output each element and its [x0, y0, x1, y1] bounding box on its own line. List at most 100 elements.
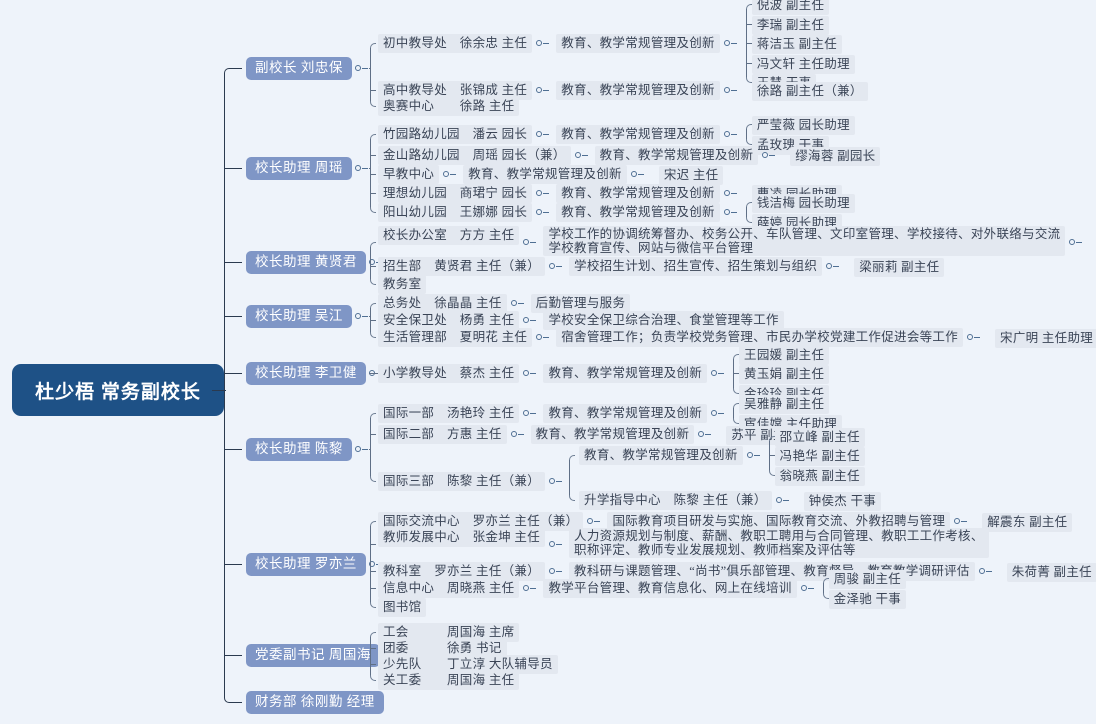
department-chip: 国际一部 汤艳玲 主任: [378, 404, 520, 423]
duty-chip: 学校招生计划、招生宣传、招生策划与组织: [569, 257, 823, 276]
department-chip: 招生部 黄贤君 主任（兼）: [378, 257, 546, 276]
connector-line: [370, 664, 376, 665]
connector-line: [368, 316, 370, 317]
connector-line: [768, 455, 775, 456]
department-chip: 国际二部 方惠 主任: [378, 425, 507, 444]
department-connector-icon: [549, 540, 563, 549]
root-node[interactable]: 杜少梧 常务副校长: [12, 364, 224, 416]
connector-line: [224, 168, 242, 169]
duty-chip: 教育、教学常规管理及创新: [556, 203, 720, 222]
duty-chip: 教育、教学常规管理及创新: [556, 81, 720, 100]
branch-node-huangxianjun[interactable]: 校长助理 黄贤君: [246, 251, 366, 274]
staff-chip: 黄玉娟 副主任: [739, 365, 830, 384]
bracket-corner: [745, 77, 752, 83]
bracket-corner: [745, 138, 752, 145]
staff-chip: 金泽驰 干事: [828, 589, 907, 609]
duty-chip: 教育、教学常规管理及创新: [543, 404, 708, 423]
staff-chip: 邵立峰 副主任: [774, 427, 865, 447]
department-chip: 国际交流中心 罗亦兰 主任（兼）: [378, 512, 584, 531]
department-connector-icon: [536, 39, 550, 48]
connector-line: [224, 75, 225, 695]
staff-chip: 冯艳华 副主任: [774, 447, 865, 466]
connector-line: [370, 155, 376, 156]
branch-node-zhouguohai[interactable]: 党委副书记 周国海: [246, 644, 380, 667]
bracket-corner: [370, 632, 376, 638]
department-chip: 高中教导处 张锦成 主任: [378, 81, 533, 100]
connector-line: [745, 43, 752, 44]
connector-line: [231, 702, 242, 703]
staff-chip: 李瑞 副主任: [751, 15, 830, 35]
connector-line: [569, 460, 571, 495]
duty-chip: 教育、教学常规管理及创新: [543, 364, 708, 383]
department-chip: 总务处 徐晶晶 主任: [378, 294, 507, 313]
department-chip: 少先队 丁立淳 大队辅导员: [378, 655, 558, 674]
branch-connector-icon-zhouyao: [354, 164, 369, 173]
bracket-corner: [370, 476, 376, 482]
staff-chip: 翁晓燕 副主任: [774, 466, 865, 486]
department-chip: 关工委 周国海 主任: [378, 671, 520, 690]
staff-chip: 倪波 副主任: [751, 0, 830, 15]
department-chip: 校长办公室 方方 主任: [378, 226, 520, 245]
branch-node-zhouyao[interactable]: 校长助理 周瑶: [246, 157, 352, 180]
department-connector-icon: [523, 409, 537, 418]
duty-connector-icon: [723, 189, 738, 198]
connector-line: [368, 68, 370, 69]
branch-connector-icon-wujiang: [354, 312, 369, 321]
connector-line: [745, 207, 747, 217]
connector-line: [212, 390, 226, 391]
duty-connector-icon: [711, 409, 725, 418]
duty-connector-icon: [723, 86, 738, 95]
connector-line: [370, 48, 371, 101]
department-connector-icon: [523, 584, 537, 593]
connector-line: [224, 316, 242, 317]
branch-node-liuzhongbao[interactable]: 副校长 刘忠保: [246, 57, 352, 80]
branch-connector-icon-liuzhongbao: [354, 64, 369, 73]
connector-line: [231, 68, 242, 69]
connector-line: [745, 129, 747, 139]
branch-node-caiwubu[interactable]: 财务部 徐刚勤 经理: [246, 691, 384, 714]
duty-chip: 宿舍管理工作；负责学校党务管理、市民办学校党建工作促进会等工作: [556, 328, 964, 347]
branch-node-luoyilan[interactable]: 校长助理 罗亦兰: [246, 553, 366, 576]
department-connector-icon: [574, 151, 589, 160]
department-connector-icon: [536, 130, 550, 139]
duty-connector-icon: [762, 151, 776, 160]
branch-node-liweijian[interactable]: 校长助理 李卫健: [246, 362, 366, 385]
bracket-corner: [745, 216, 752, 223]
branch-node-chenli[interactable]: 校长助理 陈黎: [246, 438, 352, 461]
connector-line: [370, 526, 371, 602]
bracket-corner: [370, 43, 376, 49]
duty-connector-icon: [978, 567, 993, 576]
department-connector-icon: [523, 316, 537, 325]
duty-chip: 教育、教学常规管理及创新: [530, 425, 695, 444]
duty-connector-icon: [698, 430, 712, 439]
bracket-corner: [370, 207, 376, 213]
bracket-corner: [733, 353, 740, 360]
staff-chip: 朱荷菁 副主任: [1006, 563, 1096, 582]
connector-line: [224, 449, 242, 450]
department-chip: 理想幼儿园 商珺宁 园长: [378, 184, 533, 203]
department-chip: 初中教导处 徐余忠 主任: [378, 34, 533, 53]
duty-connector-icon: [800, 584, 815, 593]
bracket-corner: [745, 202, 752, 209]
duty-chip: 学校工作的协调统筹督办、校务公开、车队管理、文印室管理、学校接待、对外联络与交流…: [543, 226, 1066, 256]
duty-chip: 人力资源规划与制度、薪酬、教职工聘用与合同管理、教职工工作考核、职称评定、教师专…: [569, 528, 989, 558]
connector-line: [370, 320, 376, 321]
connector-line: [370, 637, 371, 675]
bracket-corner: [733, 387, 740, 394]
duty-connector-icon: [630, 170, 645, 179]
duty-connector-icon: [1069, 238, 1083, 247]
bracket-corner: [370, 134, 376, 140]
connector-line: [368, 449, 370, 450]
connector-line: [370, 571, 376, 572]
duty-connector-icon: [723, 130, 738, 139]
duty-connector-icon: [746, 451, 761, 460]
bracket-corner: [370, 242, 376, 248]
department-chip: 生活管理部 夏明花 主任: [378, 328, 533, 347]
node-chip-line: 学校教育宣传、网站与微信平台管理: [548, 241, 754, 255]
connector-line: [368, 168, 370, 169]
department-chip: 国际三部 陈黎 主任（兼）: [378, 472, 546, 491]
department-connector-icon: [549, 262, 563, 271]
duty-connector-icon: [723, 208, 738, 217]
branch-node-wujiang[interactable]: 校长助理 吴江: [246, 305, 352, 328]
connector-line: [745, 62, 752, 64]
